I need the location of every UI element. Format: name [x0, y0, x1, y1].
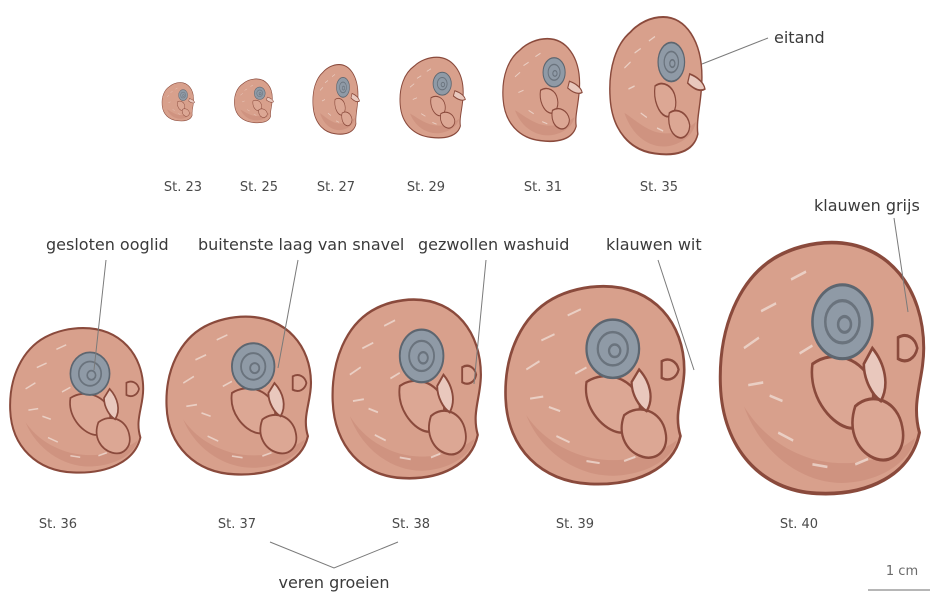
bracket-veren-groeien	[270, 542, 398, 568]
embryo-st25	[234, 79, 273, 123]
leader-eitand	[702, 38, 768, 64]
stage-label-st38: St. 38	[392, 517, 430, 532]
embryo-st36	[10, 328, 143, 473]
annotation-label-veren-groeien: veren groeien	[278, 573, 389, 592]
stage-label-st31: St. 31	[524, 180, 562, 195]
embryo-st29	[400, 57, 465, 138]
embryo-st38	[333, 300, 481, 479]
embryo-st31	[503, 39, 582, 142]
annotation-label-gesloten-ooglid: gesloten ooglid	[46, 235, 169, 254]
embryo-st23	[162, 83, 195, 121]
annotation-label-gezwollen-washuid: gezwollen washuid	[418, 235, 569, 254]
embryo-st37	[166, 317, 311, 475]
scale-bar: 1 cm	[868, 564, 930, 590]
embryo-st39	[506, 286, 685, 484]
annotation-eitand: eitand	[702, 28, 825, 64]
annotation-label-buitenste-laag: buitenste laag van snavel	[198, 235, 404, 254]
embryo-st40	[720, 243, 923, 494]
annotation-label-klauwen-wit: klauwen wit	[606, 235, 702, 254]
stage-label-st23: St. 23	[164, 180, 202, 195]
stage-label-st29: St. 29	[407, 180, 445, 195]
stage-label-st40: St. 40	[780, 517, 818, 532]
stage-label-st25: St. 25	[240, 180, 278, 195]
stage-label-st39: St. 39	[556, 517, 594, 532]
scale-bar-label: 1 cm	[886, 564, 918, 579]
stage-label-st35: St. 35	[640, 180, 678, 195]
annotation-veren-groeien: veren groeien	[270, 542, 398, 592]
stage-label-st37: St. 37	[218, 517, 256, 532]
stage-label-st27: St. 27	[317, 180, 355, 195]
annotation-label-klauwen-grijs: klauwen grijs	[814, 196, 920, 215]
stage-label-st36: St. 36	[39, 517, 77, 532]
annotation-label-eitand: eitand	[774, 28, 825, 47]
embryo-st35	[610, 17, 705, 154]
embryo-st27	[313, 65, 360, 135]
